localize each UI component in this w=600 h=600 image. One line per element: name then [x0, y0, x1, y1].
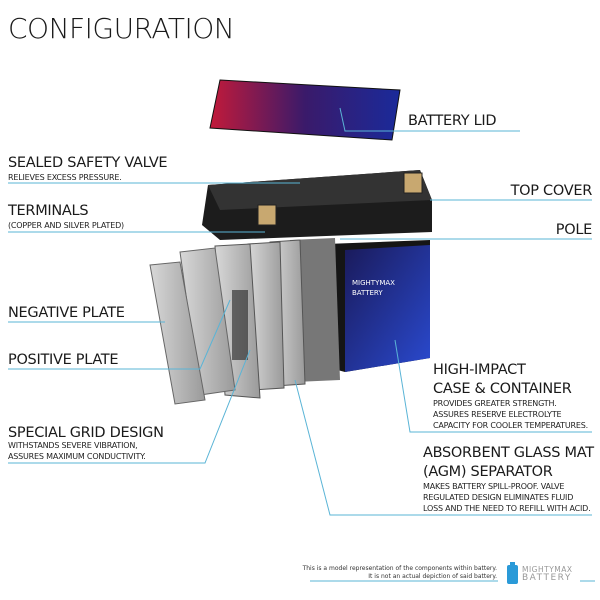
- label-terminals-sub: (COPPER AND SILVER PLATED): [8, 221, 124, 230]
- logo-battery-icon: [507, 565, 518, 584]
- label-agm-2: (AGM) SEPARATOR: [423, 464, 553, 480]
- plate-stack: [149, 238, 340, 405]
- label-terminals: TERMINALS: [8, 203, 89, 219]
- label-sealed-valve-sub: RELIEVES EXCESS PRESSURE.: [8, 173, 122, 182]
- logo-line-1: MIGHTYMAX: [522, 565, 573, 574]
- label-case-2: CASE & CONTAINER: [433, 381, 572, 397]
- footer-line-2: It is not an actual depiction of said ba…: [368, 573, 497, 580]
- label-case-sub2: ASSURES RESERVE ELECTROLYTE: [433, 410, 562, 419]
- footer-disclaimer: This is a model representation of the co…: [303, 565, 497, 581]
- label-case-sub3: CAPACITY FOR COOLER TEMPERATURES.: [433, 421, 588, 430]
- brand-logo: MIGHTYMAX BATTERY: [522, 565, 573, 583]
- terminal-right: [403, 172, 423, 194]
- footer-line-1: This is a model representation of the co…: [302, 565, 497, 572]
- logo-line-2: BATTERY: [522, 573, 572, 583]
- label-negative-plate: NEGATIVE PLATE: [8, 305, 125, 321]
- label-battery-lid: BATTERY LID: [408, 113, 497, 129]
- battery-lid: [209, 79, 401, 141]
- label-agm-sub1: MAKES BATTERY SPILL-PROOF. VALVE: [423, 482, 565, 491]
- label-case-1: HIGH-IMPACT: [433, 362, 526, 378]
- label-positive-plate: POSITIVE PLATE: [8, 352, 119, 368]
- label-sealed-valve: SEALED SAFETY VALVE: [8, 155, 168, 171]
- label-top-cover: TOP COVER: [510, 183, 593, 199]
- terminal-left: [257, 204, 277, 226]
- label-grid: SPECIAL GRID DESIGN: [8, 425, 164, 441]
- label-case-sub1: PROVIDES GREATER STRENGTH.: [433, 399, 557, 408]
- label-grid-sub2: ASSURES MAXIMUM CONDUCTIVITY.: [8, 452, 146, 461]
- label-agm-sub3: LOSS AND THE NEED TO REFILL WITH ACID.: [423, 504, 591, 513]
- svg-text:BATTERY: BATTERY: [352, 289, 383, 297]
- page-title: CONFIGURATION: [8, 12, 235, 45]
- label-agm-1: ABSORBENT GLASS MAT: [423, 445, 594, 461]
- leader-lines: [8, 107, 595, 582]
- label-pole: POLE: [555, 222, 593, 238]
- svg-text:MIGHTYMAX: MIGHTYMAX: [352, 279, 395, 287]
- label-agm-sub2: REGULATED DESIGN ELIMINATES FLUID: [423, 493, 574, 502]
- label-grid-sub1: WITHSTANDS SEVERE VIBRATION,: [8, 441, 138, 450]
